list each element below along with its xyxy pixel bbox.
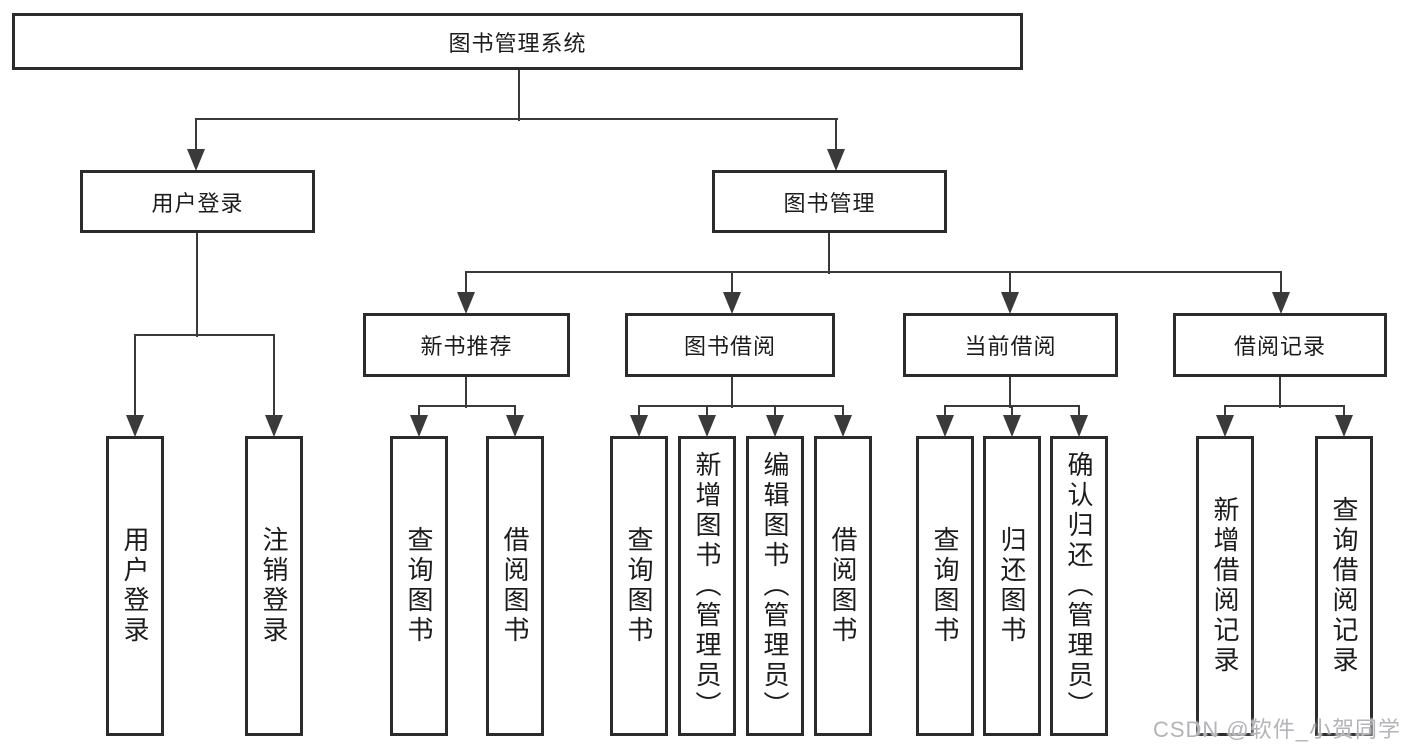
arrowhead-down-icon — [506, 415, 524, 437]
arrowhead-down-icon — [827, 149, 845, 171]
arrowhead-down-icon — [1070, 415, 1088, 437]
node-label: 查询借阅记录 — [1329, 496, 1359, 676]
node-label: 确认归还（管理员） — [1064, 451, 1094, 721]
connector-line — [1279, 376, 1281, 408]
connector-line — [944, 405, 946, 420]
connector-line — [774, 405, 776, 420]
node-label: 图书管理系统 — [448, 30, 587, 56]
connector-line — [1009, 376, 1011, 408]
arrowhead-down-icon — [1216, 415, 1234, 437]
node-new-book-recommendation: 新书推荐 — [363, 313, 570, 377]
node-book-borrowing: 图书借阅 — [625, 313, 835, 377]
node-user-login: 用户登录 — [80, 170, 315, 233]
node-label: 用户登录 — [151, 190, 244, 216]
node-leaf-query-books-recommend: 查询图书 — [390, 436, 448, 736]
node-leaf-confirm-return-admin: 确认归还（管理员） — [1050, 436, 1108, 736]
node-label: 查询图书 — [930, 526, 960, 646]
node-label: 编辑图书（管理员） — [760, 451, 790, 721]
arrowhead-down-icon — [1335, 415, 1353, 437]
connector-line — [1011, 405, 1013, 420]
node-leaf-query-books-current: 查询图书 — [916, 436, 974, 736]
arrowhead-down-icon — [936, 415, 954, 437]
connector-line — [731, 271, 733, 296]
connector-line — [638, 405, 640, 420]
connector-line — [828, 232, 830, 274]
csdn-watermark: CSDN @软件_小贺同学 — [1152, 717, 1401, 742]
arrowhead-down-icon — [723, 292, 741, 314]
connector-line — [731, 376, 733, 408]
arrowhead-down-icon — [265, 415, 283, 437]
arrowhead-down-icon — [698, 415, 716, 437]
connector-line — [465, 271, 467, 296]
node-leaf-borrow-books-borrowing: 借阅图书 — [814, 436, 872, 736]
node-leaf-edit-books-admin: 编辑图书（管理员） — [746, 436, 804, 736]
arrowhead-down-icon — [1272, 292, 1290, 314]
connector-line — [1280, 271, 1282, 296]
arrowhead-down-icon — [766, 415, 784, 437]
node-label: 新增借阅记录 — [1210, 496, 1240, 676]
connector-line — [418, 405, 516, 407]
connector-line — [418, 405, 420, 420]
node-label: 新增图书（管理员） — [692, 451, 722, 721]
arrowhead-down-icon — [1001, 292, 1019, 314]
node-label: 查询图书 — [404, 526, 434, 646]
arrowhead-down-icon — [457, 292, 475, 314]
connector-line — [195, 118, 197, 153]
node-book-management: 图书管理 — [712, 170, 947, 233]
connector-line — [638, 405, 844, 407]
node-borrowing-records: 借阅记录 — [1173, 313, 1387, 377]
connector-line — [842, 405, 844, 420]
connector-line — [273, 334, 275, 419]
connector-line — [465, 271, 1282, 273]
node-library-management-system: 图书管理系统 — [12, 13, 1023, 70]
node-label: 查询图书 — [624, 526, 654, 646]
connector-line — [1078, 405, 1080, 420]
node-leaf-add-books-admin: 新增图书（管理员） — [678, 436, 736, 736]
connector-line — [835, 118, 837, 153]
node-label: 图书管理 — [783, 190, 876, 216]
connector-line — [195, 118, 838, 120]
arrowhead-down-icon — [1003, 415, 1021, 437]
node-label: 借阅记录 — [1233, 334, 1326, 359]
node-label: 新书推荐 — [420, 334, 513, 359]
arrowhead-down-icon — [410, 415, 428, 437]
node-leaf-return-books: 归还图书 — [983, 436, 1041, 736]
node-label: 当前借阅 — [964, 334, 1057, 359]
node-leaf-user-login: 用户登录 — [106, 436, 164, 736]
connector-line — [1343, 405, 1345, 420]
node-label: 图书借阅 — [683, 334, 776, 359]
arrowhead-down-icon — [630, 415, 648, 437]
node-leaf-logout: 注销登录 — [245, 436, 303, 736]
node-label: 归还图书 — [997, 526, 1027, 646]
arrowhead-down-icon — [187, 149, 205, 171]
node-leaf-query-books-borrowing: 查询图书 — [610, 436, 668, 736]
connector-line — [514, 405, 516, 420]
connector-line — [196, 232, 198, 337]
connector-line — [465, 376, 467, 408]
node-label: 用户登录 — [120, 526, 150, 646]
node-leaf-query-borrow-record: 查询借阅记录 — [1315, 436, 1373, 736]
connector-line — [706, 405, 708, 420]
node-current-borrowing: 当前借阅 — [903, 313, 1118, 377]
connector-line — [1224, 405, 1345, 407]
connector-line — [134, 334, 136, 419]
node-label: 借阅图书 — [500, 526, 530, 646]
connector-line — [1009, 271, 1011, 296]
node-label: 借阅图书 — [828, 526, 858, 646]
arrowhead-down-icon — [834, 415, 852, 437]
node-leaf-borrow-books-recommend: 借阅图书 — [486, 436, 544, 736]
connector-line — [134, 334, 275, 336]
connector-line — [518, 69, 520, 121]
node-label: 注销登录 — [259, 526, 289, 646]
node-leaf-add-borrow-record: 新增借阅记录 — [1196, 436, 1254, 736]
connector-line — [1224, 405, 1226, 420]
arrowhead-down-icon — [126, 415, 144, 437]
